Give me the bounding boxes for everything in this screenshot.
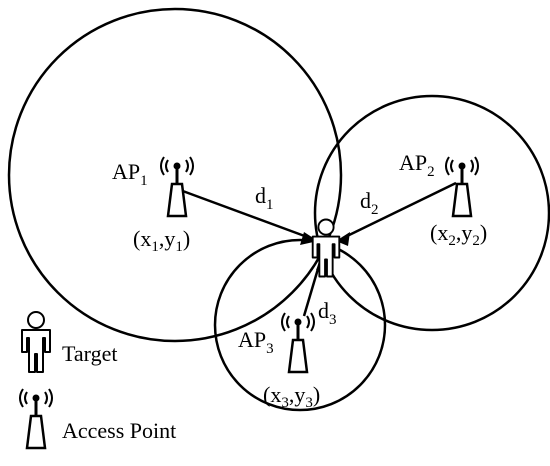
- legend-target-label: Target: [62, 341, 117, 366]
- ap-3-label: AP3: [238, 327, 274, 357]
- legend-antenna-icon: [18, 387, 54, 450]
- distance-label-3: d3: [318, 298, 337, 328]
- ap-2-coordinates: (x2,y2): [430, 220, 487, 249]
- ap-1-label: AP1: [112, 159, 148, 189]
- access-point-1-icon: [159, 155, 195, 218]
- ap-1-coordinates: (x1,y1): [133, 226, 190, 255]
- range-circle-1: [7, 7, 343, 343]
- arrowhead-2: [336, 232, 350, 246]
- distance-line-2: [342, 181, 457, 240]
- distance-line-3: [302, 261, 322, 317]
- legend: Target Access Point: [18, 311, 176, 450]
- distance-label-1: d1: [255, 183, 274, 213]
- legend-access-point-label: Access Point: [62, 418, 176, 443]
- ap-2-label: AP2: [399, 150, 435, 180]
- range-circle-2: [313, 94, 550, 332]
- distance-line-1: [179, 188, 311, 240]
- ap-3-coordinates: (x3,y3): [263, 382, 320, 411]
- dashed-arc: [351, 266, 374, 317]
- legend-person-icon: [21, 311, 51, 373]
- access-point-3-icon: [280, 311, 316, 374]
- range-circle-3: [213, 238, 387, 412]
- distance-label-2: d2: [360, 188, 379, 218]
